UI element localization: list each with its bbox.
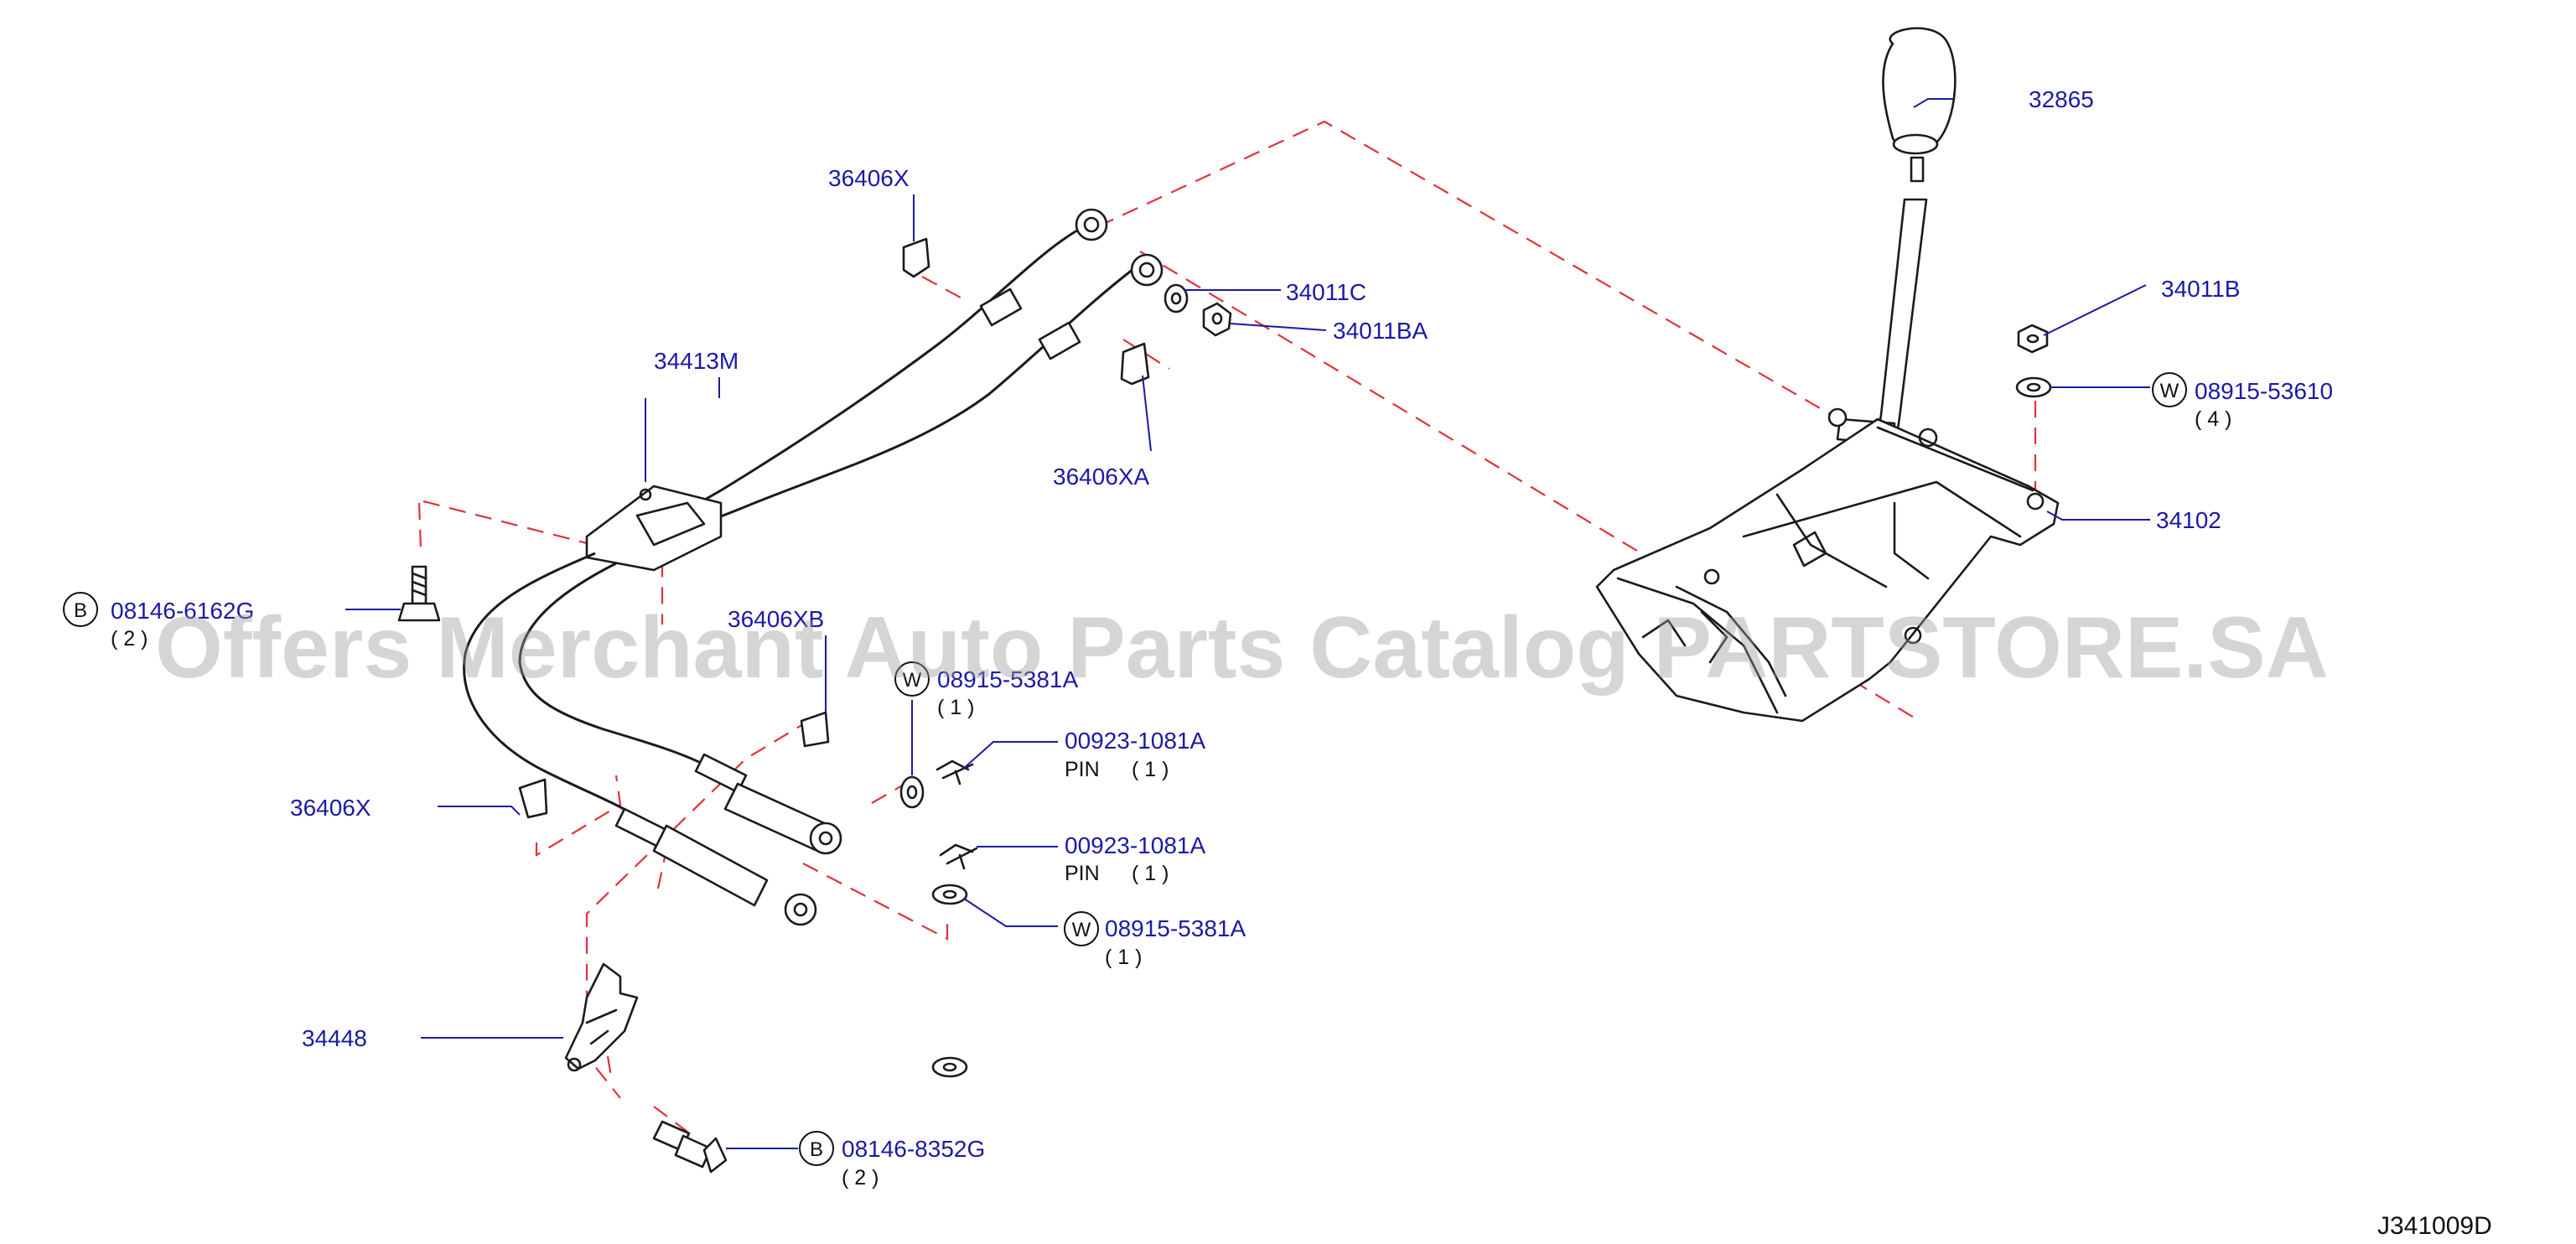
label-36406xb[interactable]: 36406XB	[728, 606, 824, 632]
label-08146-8352g[interactable]: 08146-8352G	[842, 1136, 985, 1162]
label-00923-1081a-a[interactable]: 00923-1081A	[1065, 728, 1205, 754]
label-00923-1081a-b[interactable]: 00923-1081A	[1065, 832, 1205, 858]
pin-00923-1081a-a	[936, 759, 974, 785]
label-36406x-mid[interactable]: 36406X	[290, 795, 371, 821]
label-32865[interactable]: 32865	[2029, 86, 2094, 112]
qty-08146-8352g: ( 2 )	[842, 1166, 879, 1190]
callout-labels[interactable]: 08915-53610 ( 4 ) 08146-6162G ( 2 ) 0891…	[111, 378, 2333, 1190]
label-34448[interactable]: 34448	[302, 1025, 367, 1051]
watermark: Offers Merchant Auto Parts Catalog PARTS…	[155, 599, 2329, 697]
label-36406xa[interactable]: 36406XA	[1053, 464, 1150, 490]
washer-08915-53610	[2015, 376, 2052, 398]
bracket-34448	[564, 962, 639, 1072]
circle-letter-b2: B	[810, 1138, 823, 1161]
qty-08915-5381a-bot: ( 1 )	[1105, 946, 1142, 969]
cable-end-eye	[1075, 208, 1164, 287]
qty-00923-1081a-a: ( 1 )	[1132, 758, 1169, 781]
shift-control-base	[1595, 417, 2060, 723]
washer-34011c	[1164, 283, 1189, 314]
leader-lines	[345, 98, 2150, 1149]
bolt-08146-6162g	[397, 565, 441, 622]
label-34413m[interactable]: 34413M	[654, 348, 739, 374]
diagram-code: J341009D	[2377, 1212, 2492, 1240]
shift-cable-assembly	[463, 208, 1164, 926]
qty-08915-53610: ( 4 )	[2195, 407, 2231, 431]
qty-00923-1081a-b: ( 1 )	[1132, 862, 1169, 885]
clip-36406x-mid	[518, 778, 548, 819]
label-08915-5381a-bot[interactable]: 08915-5381A	[1105, 915, 1246, 941]
label-34102[interactable]: 34102	[2156, 507, 2221, 533]
circle-letter-w3: W	[1072, 919, 1091, 941]
part-labels[interactable]: 32865 36406X 34011C 34011BA 34413M 36406…	[290, 86, 2240, 1051]
washer-08915-5381a-bot	[931, 884, 968, 905]
clip-36406xa	[1120, 342, 1150, 386]
label-34011b[interactable]: 34011B	[2161, 276, 2240, 302]
pin-00923-1081a-b	[939, 843, 978, 870]
washer-loose	[931, 1056, 968, 1078]
circle-letter-w1: W	[2160, 380, 2179, 402]
bolt-08146-8352g	[652, 1120, 728, 1174]
clip-36406x-top	[902, 237, 930, 278]
desc-pin-b: PIN	[1065, 862, 1100, 885]
label-34011ba[interactable]: 34011BA	[1333, 318, 1428, 344]
shift-knob	[1882, 27, 1957, 183]
circle-letter-b1: B	[74, 599, 87, 622]
circle-letter-w2: W	[903, 669, 922, 692]
qty-08146-6162g: ( 2 )	[111, 627, 148, 651]
label-36406x-top[interactable]: 36406X	[828, 165, 910, 191]
nut-34011ba	[1202, 302, 1232, 337]
label-34011c[interactable]: 34011C	[1286, 279, 1366, 305]
desc-pin-a: PIN	[1065, 758, 1100, 781]
label-08915-5381a-top[interactable]: 08915-5381A	[937, 666, 1078, 692]
nut-34011b	[2017, 324, 2049, 354]
label-08915-53610[interactable]: 08915-53610	[2195, 378, 2333, 404]
qty-08915-5381a-top: ( 1 )	[937, 696, 974, 719]
washer-08915-5381a-top	[899, 775, 925, 809]
callout-circles: W B W W B	[63, 372, 2187, 1166]
label-08146-6162g[interactable]: 08146-6162G	[111, 598, 254, 624]
clip-36406xb	[800, 711, 830, 748]
